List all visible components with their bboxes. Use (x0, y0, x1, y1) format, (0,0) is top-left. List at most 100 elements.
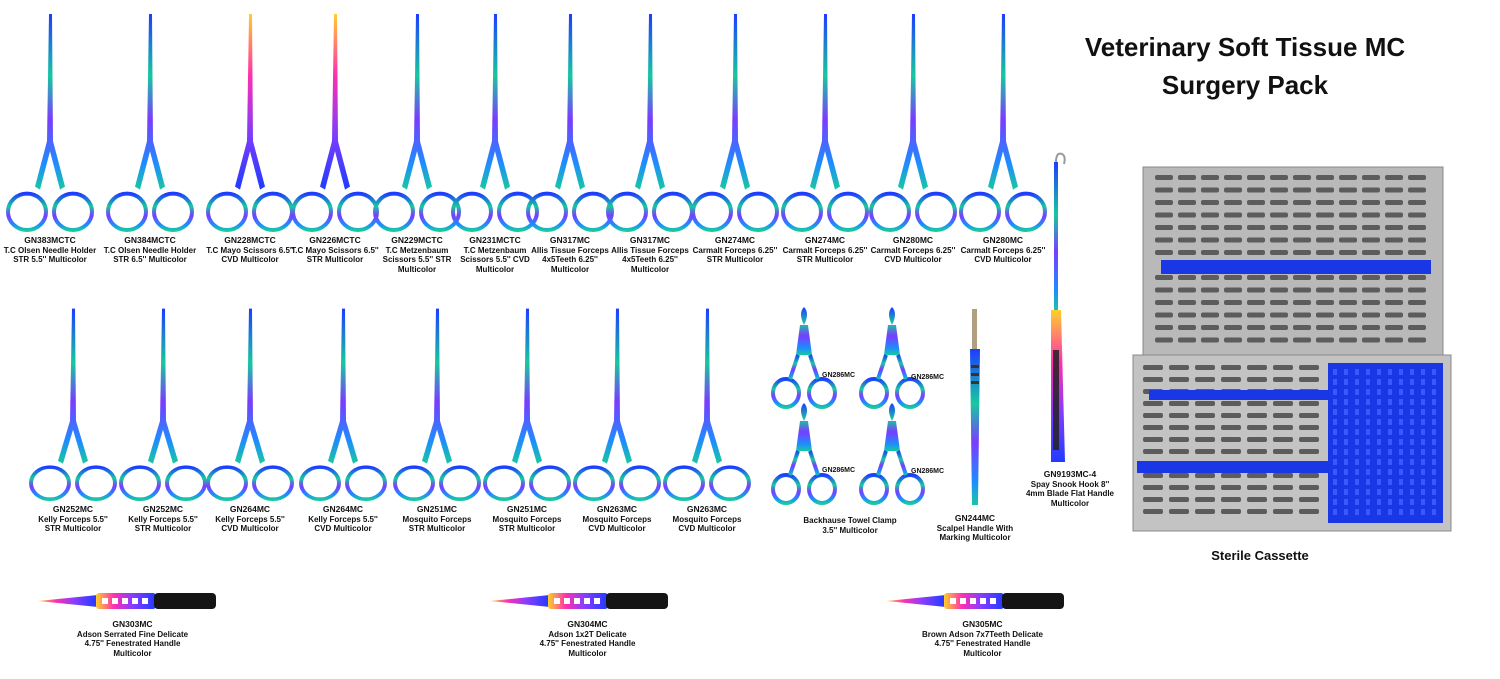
adson-forceps-illustration (38, 593, 216, 609)
scalpel-label: GN244MC Scalpel Handle With Marking Mult… (930, 513, 1020, 543)
row2-desc-line: CVD Multicolor (314, 524, 372, 533)
row1-instrument (450, 10, 540, 232)
row2-desc-line: Mosquito Forceps (672, 514, 742, 524)
row2-instrument-illustration (206, 308, 294, 501)
row2-desc-line: Kelly Forceps 5.5'' (308, 514, 378, 524)
row1-desc-line: STR 5.5'' Multicolor (13, 255, 87, 264)
row1-instrument (105, 10, 195, 232)
row2-desc-line: Kelly Forceps 5.5'' (128, 514, 198, 524)
row1-instrument-illustration (6, 14, 94, 232)
row2-instrument-illustration (299, 308, 387, 501)
towel-clamp-code-1: GN286MC (822, 372, 856, 379)
row1-instrument (290, 10, 380, 232)
row1-desc-line: T.C Olsen Needle Holder (3, 245, 97, 255)
row1-instrument-illustration (291, 14, 379, 232)
row2-instrument (572, 305, 662, 501)
row2-instrument-illustration (483, 308, 571, 501)
towel-clamp-code-2: GN286MC (911, 374, 945, 381)
row1-code: GN280MC (982, 235, 1024, 245)
row2-desc-line: Mosquito Forceps (582, 514, 652, 524)
row1-instrument-illustration (206, 14, 294, 232)
row1-instrument-illustration (451, 14, 539, 232)
row2-instrument (28, 305, 118, 501)
snook-hook-illustration (1051, 152, 1066, 462)
row1-code: GN317MC (549, 235, 591, 245)
row2-instrument-illustration (663, 308, 751, 501)
row1-desc-line: CVD Multicolor (974, 255, 1032, 264)
row2-instrument (662, 305, 752, 501)
row1-desc-line: Multicolor (630, 264, 670, 274)
row1-desc-line: Multicolor (550, 264, 590, 274)
adson-forceps-illustration (490, 593, 668, 609)
snook-line-3: Multicolor (1050, 498, 1090, 508)
row1-instrument-illustration (869, 14, 957, 232)
row1-desc-line: T.C Metzenbaum (463, 245, 527, 255)
adson-code: GN303MC (112, 619, 153, 629)
row2-instrument-illustration (29, 308, 117, 501)
row2-code: GN263MC (686, 504, 728, 514)
scalpel-line-2: Marking Multicolor (939, 533, 1011, 542)
row2-instrument (298, 305, 388, 501)
row1-desc-line: STR Multicolor (706, 255, 764, 264)
row2-code: GN263MC (596, 504, 638, 514)
row2-code: GN264MC (229, 504, 271, 514)
row1-instrument-illustration (106, 14, 194, 232)
row1-instrument (690, 10, 780, 232)
row1-desc-line: T.C Mayo Scissors 6.5'' (291, 245, 379, 255)
adson-desc-line: 4.75'' Fenestrated Handle (934, 639, 1031, 648)
row1-desc-line: Scissors 5.5'' CVD (460, 255, 530, 264)
row1-instrument (205, 10, 295, 232)
row1-instrument-illustration (781, 14, 869, 232)
row1-instrument-illustration (373, 14, 461, 232)
title-line-1: Veterinary Soft Tissue MC (1084, 32, 1406, 62)
row2-desc-line: Mosquito Forceps (402, 514, 472, 524)
row1-desc-line: STR 6.5'' Multicolor (113, 255, 187, 264)
row1-code: GN383MCTC (24, 235, 76, 245)
row1-code: GN228MCTC (224, 235, 276, 245)
snook-line-2: 4mm Blade Flat Handle (1025, 489, 1115, 498)
scalpel-illustration (970, 309, 980, 505)
row1-desc-line: T.C Olsen Needle Holder (103, 245, 197, 255)
adson-desc-line: Multicolor (963, 648, 1002, 658)
row1-desc-line: STR Multicolor (306, 255, 364, 264)
cassette-illustration (1132, 166, 1452, 532)
towel-clamp-code-4: GN286MC (911, 468, 945, 475)
towel-clamp-illustration (771, 307, 925, 505)
row1-instrument (5, 10, 95, 232)
row2-desc-line: Mosquito Forceps (492, 514, 562, 524)
row1-desc-line: Allis Tissue Forceps (531, 245, 609, 255)
row1-instrument-illustration (526, 14, 614, 232)
adson-code: GN305MC (962, 619, 1003, 629)
snook-label: GN9193MC-4 Spay Snook Hook 8'' 4mm Blade… (1010, 469, 1130, 508)
row1-desc-line: Carmalt Forceps 6.25'' (960, 245, 1046, 255)
snook-line-1: Spay Snook Hook 8'' (1030, 479, 1110, 489)
row1-code: GN317MC (629, 235, 671, 245)
row1-desc-line: 4x5Teeth 6.25'' (622, 255, 678, 264)
adson-forceps (38, 590, 218, 612)
row1-desc-line: Carmalt Forceps 6.25'' (870, 245, 956, 255)
towel-clamp-line-2: 3.5'' Multicolor (822, 525, 878, 535)
row1-instrument-illustration (606, 14, 694, 232)
adson-desc-line: 4.75'' Fenestrated Handle (539, 639, 636, 648)
row1-instrument-illustration (959, 14, 1047, 232)
row1-instrument (525, 10, 615, 232)
row2-code: GN252MC (52, 504, 94, 514)
row1-desc-line: CVD Multicolor (884, 255, 942, 264)
row1-desc-line: STR Multicolor (796, 255, 854, 264)
